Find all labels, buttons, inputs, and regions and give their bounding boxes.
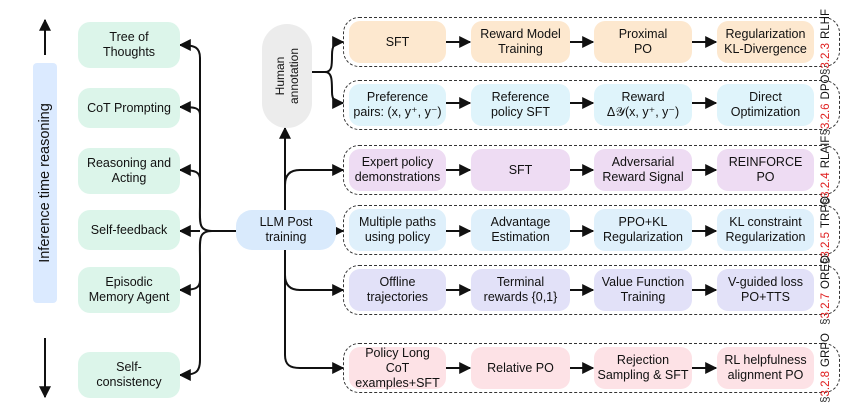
human-annotation-node: Human annotation: [262, 24, 312, 128]
center-label: LLM Post training: [259, 215, 313, 244]
method-name: GRPO: [820, 333, 832, 367]
method-row-trpo: [343, 205, 840, 255]
section-tag-rlhf: §3.2.3 RLHF: [816, 8, 836, 76]
method-row-dpo: [343, 80, 840, 130]
left-item-label: Tree of Thoughts: [102, 30, 156, 59]
left-item-episodic-memory: Episodic Memory Agent: [78, 267, 180, 313]
step-rlaif-1: Expert policy demonstrations: [349, 149, 446, 191]
left-item-label: Episodic Memory Agent: [88, 275, 170, 304]
section-tag-oreo: §3.2.7 OREO: [816, 255, 836, 325]
step-oreo-4: V-guided loss PO+TTS: [717, 269, 814, 311]
section-number-value: 3.2.6: [820, 103, 832, 130]
method-name: RLHF: [820, 8, 832, 40]
method-name: TRPO: [820, 196, 832, 228]
section-tag-dpo: §3.2.6 DPO: [816, 74, 836, 136]
section-number-value: 3.2.4: [820, 172, 832, 198]
section-number-value: 3.2.8: [820, 370, 832, 397]
section-number: §3.2.7: [820, 292, 832, 325]
inference-time-label: Inference time reasoning: [37, 103, 53, 263]
step-rlhf-2: Reward Model Training: [471, 21, 570, 63]
section-number-value: 3.2.5: [820, 231, 832, 258]
method-row-rlhf: [343, 17, 840, 67]
method-name: RLAIF: [820, 135, 832, 169]
left-item-reasoning-acting: Reasoning and Acting: [78, 148, 180, 194]
step-dpo-1: Preference pairs: (x, y⁺, y⁻): [349, 84, 446, 126]
inference-time-bar: Inference time reasoning: [33, 63, 57, 303]
method-name: OREO: [820, 255, 832, 289]
human-annotation-label: Human annotation: [273, 47, 301, 105]
section-tag-trpo: §3.2.5TRPO: [816, 196, 836, 264]
step-dpo-3: Reward Δ𝒴(x, y⁺, y⁻): [594, 84, 692, 126]
left-item-self-consistency: Self- consistency: [78, 352, 180, 398]
step-rlaif-4: REINFORCE PO: [717, 149, 814, 191]
method-name: DPO: [820, 74, 832, 100]
left-item-tree-of-thoughts: Tree of Thoughts: [78, 22, 180, 68]
step-grpo-3: Rejection Sampling & SFT: [594, 347, 692, 389]
step-rlhf-4: Regularization KL-Divergence: [717, 21, 814, 63]
step-dpo-4: Direct Optimization: [717, 84, 814, 126]
section-number: §3.2.6: [820, 103, 832, 136]
left-item-label: CoT Prompting: [87, 100, 171, 115]
section-number-value: 3.2.3: [820, 43, 832, 69]
llm-post-training-node: LLM Post training: [236, 210, 336, 250]
step-oreo-2: Terminal rewards {0,1}: [471, 269, 570, 311]
method-row-rlaif: [343, 145, 840, 195]
left-item-cot-prompting: CoT Prompting: [78, 88, 180, 128]
method-row-oreo: [343, 265, 840, 315]
step-trpo-3: PPO+KL Regularization: [594, 209, 692, 251]
section-tag-grpo: §3.2.8 GRPO: [816, 333, 836, 403]
section-number: §3.2.8: [820, 370, 832, 403]
left-item-label: Self-feedback: [90, 222, 168, 237]
section-number-value: 3.2.7: [820, 292, 832, 319]
step-rlhf-1: SFT: [349, 21, 446, 63]
step-rlhf-3: Proximal PO: [594, 21, 692, 63]
left-item-label: Reasoning and Acting: [86, 156, 172, 185]
left-item-label: Self- consistency: [96, 360, 162, 389]
section-number: §3.2.3: [820, 43, 832, 76]
step-trpo-1: Multiple paths using policy: [349, 209, 446, 251]
step-trpo-2: Advantage Estimation: [471, 209, 570, 251]
section-tag-rlaif: §3.2.4RLAIF: [816, 136, 836, 205]
step-dpo-2: Reference policy SFT: [471, 84, 570, 126]
method-row-grpo: [343, 343, 840, 393]
step-oreo-1: Offline trajectories: [349, 269, 446, 311]
step-grpo-2: Relative PO: [471, 347, 570, 389]
step-oreo-3: Value Function Training: [594, 269, 692, 311]
step-grpo-4: RL helpfulness alignment PO: [717, 347, 814, 389]
step-trpo-4: KL constraint Regularization: [717, 209, 814, 251]
step-grpo-1: Policy Long CoT examples+SFT: [349, 346, 446, 390]
step-rlaif-2: SFT: [471, 149, 570, 191]
step-rlaif-3: Adversarial Reward Signal: [594, 149, 692, 191]
left-item-self-feedback: Self-feedback: [78, 210, 180, 250]
